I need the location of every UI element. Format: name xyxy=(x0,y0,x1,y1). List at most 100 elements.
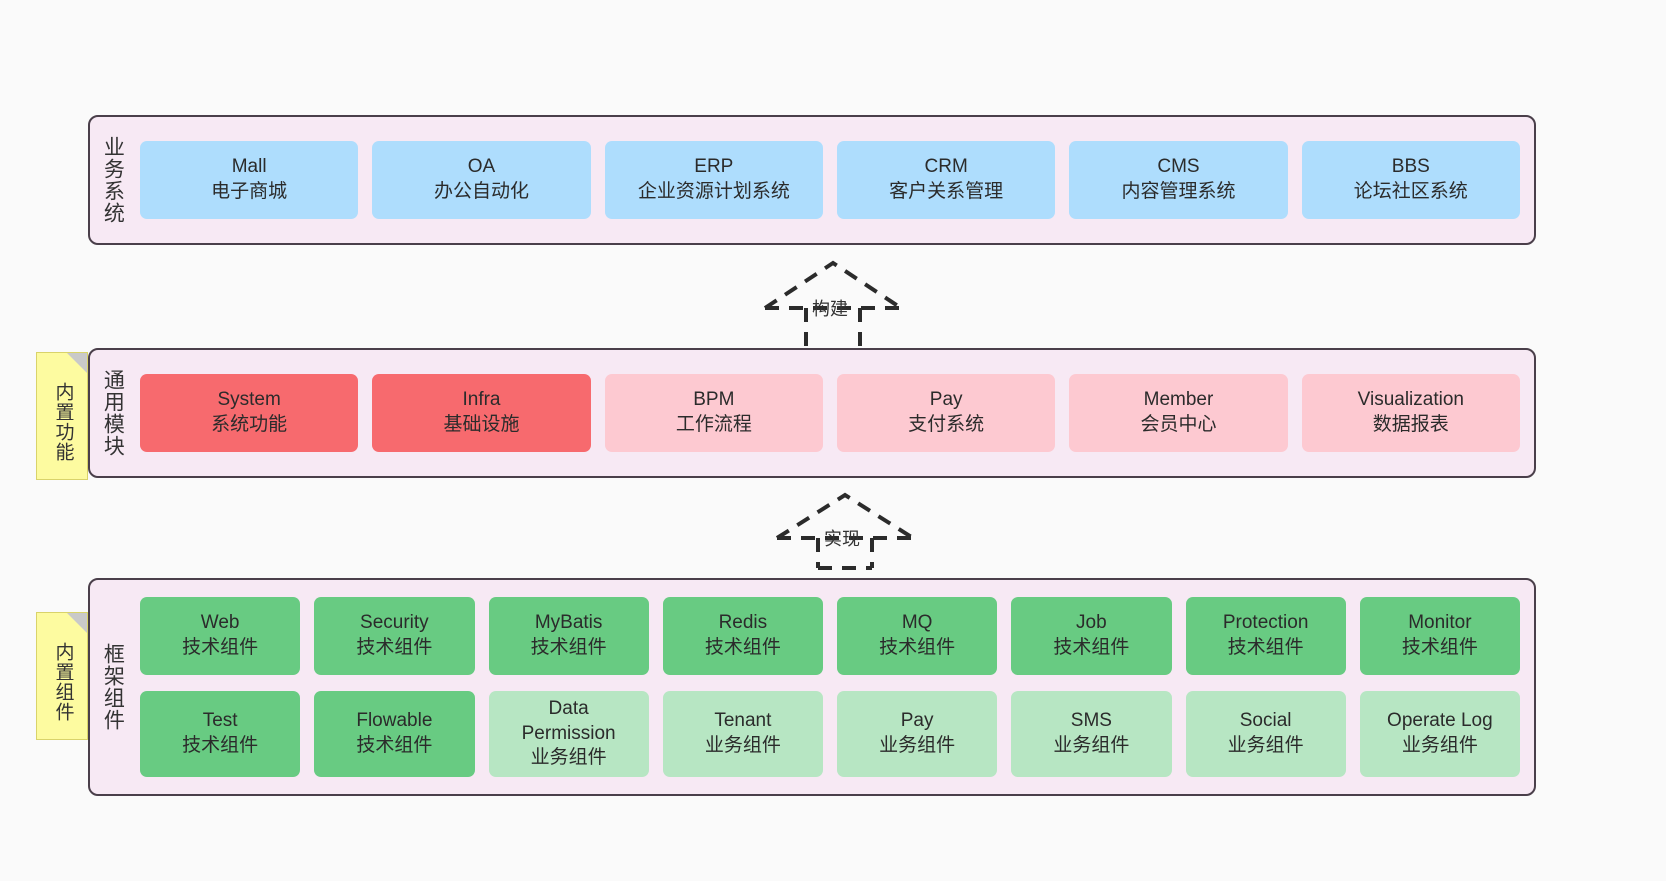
card-redis[interactable]: Redis 技术组件 xyxy=(662,596,823,675)
card-protection[interactable]: Protection 技术组件 xyxy=(1185,596,1346,675)
card-mall[interactable]: Mall 电子商城 xyxy=(140,141,359,219)
card-title: CMS xyxy=(1157,156,1200,178)
note-builtin-component: 内置组件 xyxy=(36,612,88,740)
card-visualization[interactable]: Visualization 数据报表 xyxy=(1301,374,1520,452)
card-data-permission[interactable]: Data Permission 业务组件 xyxy=(488,690,649,778)
layer-title-framework-component: 框架组件 xyxy=(101,643,125,731)
card-subtitle: 工作流程 xyxy=(675,414,752,435)
card-bpm[interactable]: BPM 工作流程 xyxy=(604,374,823,452)
card-system[interactable]: System 系统功能 xyxy=(140,374,359,452)
layer-body-business-system: Mall 电子商城 OA 办公自动化 ERP 企业资源计划系统 CRM 客户关系… xyxy=(134,117,1534,243)
card-pay[interactable]: Pay 支付系统 xyxy=(836,374,1056,452)
card-title: Operate Log xyxy=(1387,710,1493,732)
card-title: Data Permission xyxy=(521,697,616,744)
card-cms[interactable]: CMS 内容管理系统 xyxy=(1069,141,1288,219)
card-bbs[interactable]: BBS 论坛社区系统 xyxy=(1301,141,1520,219)
card-row: Web 技术组件 Security 技术组件 MyBatis 技术组件 Redi… xyxy=(140,596,1520,675)
card-title: BBS xyxy=(1391,156,1430,178)
card-sms[interactable]: SMS 业务组件 xyxy=(1011,690,1172,778)
card-title: Visualization xyxy=(1357,389,1464,411)
card-subtitle: 业务组件 xyxy=(879,735,956,756)
connector-implement-label: 实现 xyxy=(824,529,860,549)
card-title: Test xyxy=(202,710,238,732)
card-title: Pay xyxy=(900,710,934,732)
layer-body-framework-component: Web 技术组件 Security 技术组件 MyBatis 技术组件 Redi… xyxy=(134,580,1534,794)
card-title: Member xyxy=(1143,389,1214,411)
card-title: MyBatis xyxy=(534,612,603,634)
card-job[interactable]: Job 技术组件 xyxy=(1011,596,1172,675)
card-social[interactable]: Social 业务组件 xyxy=(1185,690,1346,778)
card-subtitle: 数据报表 xyxy=(1372,414,1449,435)
note-builtin-function: 内置功能 xyxy=(36,352,88,480)
card-operate-log[interactable]: Operate Log 业务组件 xyxy=(1359,690,1520,778)
card-subtitle: 内容管理系统 xyxy=(1121,181,1236,202)
note-label: 内置功能 xyxy=(52,382,74,462)
card-pay-business[interactable]: Pay 业务组件 xyxy=(837,690,998,778)
connector-build-label: 构建 xyxy=(812,299,848,319)
card-infra[interactable]: Infra 基础设施 xyxy=(372,374,591,452)
card-title: Web xyxy=(200,612,240,634)
note-label: 内置组件 xyxy=(52,642,74,722)
card-mq[interactable]: MQ 技术组件 xyxy=(837,596,998,675)
card-subtitle: 技术组件 xyxy=(879,636,956,658)
card-row: Test 技术组件 Flowable 技术组件 Data Permission … xyxy=(140,690,1520,778)
card-member[interactable]: Member 会员中心 xyxy=(1069,374,1288,452)
card-subtitle: 基础设施 xyxy=(443,414,520,435)
card-title: System xyxy=(217,389,281,411)
card-subtitle: 技术组件 xyxy=(704,636,781,658)
card-subtitle: 会员中心 xyxy=(1140,414,1217,435)
card-title: Social xyxy=(1239,710,1292,732)
card-subtitle: 业务组件 xyxy=(530,747,607,769)
card-subtitle: 论坛社区系统 xyxy=(1353,181,1468,202)
card-title: Job xyxy=(1076,612,1107,634)
card-title: OA xyxy=(467,156,496,178)
layer-framework-component: 框架组件 Web 技术组件 Security 技术组件 MyBatis 技术组件 xyxy=(88,578,1536,796)
card-flowable[interactable]: Flowable 技术组件 xyxy=(314,690,475,778)
card-mybatis[interactable]: MyBatis 技术组件 xyxy=(488,596,649,675)
card-subtitle: 技术组件 xyxy=(182,735,259,756)
card-subtitle: 技术组件 xyxy=(1227,636,1304,658)
card-title: Tenant xyxy=(714,710,772,732)
card-tenant[interactable]: Tenant 业务组件 xyxy=(662,690,823,778)
card-title: Security xyxy=(360,612,429,634)
layer-title-common-module: 通用模块 xyxy=(101,369,125,457)
card-web[interactable]: Web 技术组件 xyxy=(140,596,301,675)
card-subtitle: 技术组件 xyxy=(1401,636,1478,658)
layer-body-common-module: System 系统功能 Infra 基础设施 BPM 工作流程 Pay 支付系统 xyxy=(134,350,1534,476)
card-subtitle: 业务组件 xyxy=(1401,735,1478,756)
card-title: SMS xyxy=(1070,710,1112,732)
card-title: Monitor xyxy=(1408,612,1472,634)
card-subtitle: 技术组件 xyxy=(356,735,433,756)
card-erp[interactable]: ERP 企业资源计划系统 xyxy=(604,141,823,219)
card-title: Infra xyxy=(462,389,501,411)
build-arrow-shape xyxy=(763,260,903,358)
card-title: MQ xyxy=(901,612,933,634)
card-subtitle: 技术组件 xyxy=(356,636,433,658)
layer-title-business-system: 业务系统 xyxy=(101,136,125,224)
layer-common-module: 通用模块 System 系统功能 Infra 基础设施 BPM 工作流程 xyxy=(88,348,1536,478)
card-subtitle: 电子商城 xyxy=(211,181,288,202)
connector-implement: 实现 xyxy=(772,490,952,570)
card-row: Mall 电子商城 OA 办公自动化 ERP 企业资源计划系统 CRM 客户关系… xyxy=(140,141,1520,219)
card-row: System 系统功能 Infra 基础设施 BPM 工作流程 Pay 支付系统 xyxy=(140,374,1520,452)
card-subtitle: 支付系统 xyxy=(908,414,985,435)
card-subtitle: 业务组件 xyxy=(1053,735,1130,756)
card-subtitle: 业务组件 xyxy=(1227,735,1304,756)
connector-build: 构建 xyxy=(760,258,940,358)
card-monitor[interactable]: Monitor 技术组件 xyxy=(1359,596,1520,675)
card-subtitle: 业务组件 xyxy=(704,735,781,756)
card-title: CRM xyxy=(924,156,968,178)
layer-business-system: 业务系统 Mall 电子商城 OA 办公自动化 ERP 企业资源计划系统 xyxy=(88,115,1536,245)
card-crm[interactable]: CRM 客户关系管理 xyxy=(836,141,1056,219)
card-subtitle: 企业资源计划系统 xyxy=(637,181,790,202)
card-title: ERP xyxy=(694,156,734,178)
card-security[interactable]: Security 技术组件 xyxy=(314,596,475,675)
card-subtitle: 技术组件 xyxy=(182,636,259,658)
card-test[interactable]: Test 技术组件 xyxy=(140,690,301,778)
card-title: Mall xyxy=(231,156,267,178)
card-subtitle: 办公自动化 xyxy=(433,181,529,202)
card-oa[interactable]: OA 办公自动化 xyxy=(372,141,591,219)
card-subtitle: 客户关系管理 xyxy=(889,181,1004,202)
card-title: Flowable xyxy=(356,710,433,732)
